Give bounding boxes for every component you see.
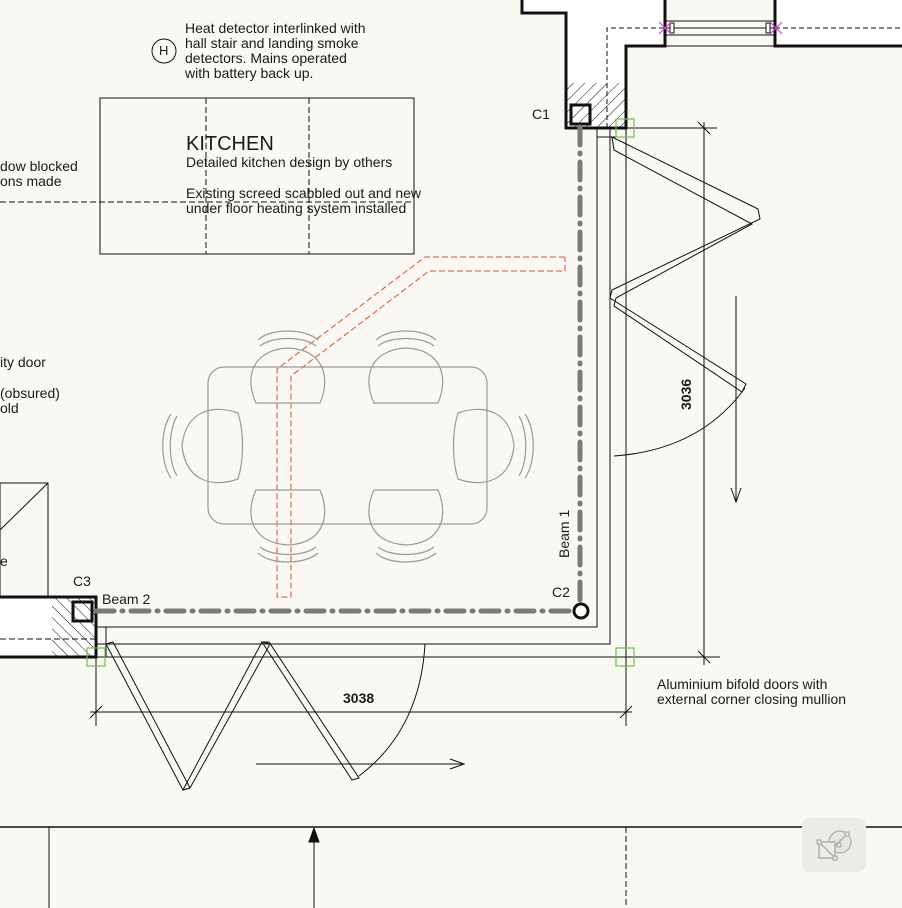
beam-2-label: Beam 2 (102, 591, 151, 607)
column-c2[interactable] (572, 602, 590, 620)
column-c2-label: C2 (552, 584, 570, 600)
column-c1[interactable] (569, 103, 592, 126)
beam-1-label: Beam 1 (556, 509, 572, 558)
dimension-horizontal (89, 657, 633, 726)
bifold-door-right (609, 136, 761, 504)
left-wall (0, 482, 98, 659)
heat-detector-note: Heat detector interlinked with hall stai… (185, 20, 366, 81)
heating-pipe (276, 256, 566, 598)
column-c3-label: C3 (73, 573, 91, 589)
heat-detector-icon (151, 38, 177, 64)
snap-markers (86, 118, 635, 667)
bifold-door-bottom (105, 641, 466, 791)
snap-tool-button[interactable] (802, 818, 866, 872)
column-c1-label: C1 (532, 106, 550, 122)
section-bottom (0, 826, 902, 908)
kitchen-units (0, 97, 415, 255)
column-c3[interactable] (71, 600, 94, 623)
dimension-horizontal-value: 3038 (343, 690, 375, 706)
dining-set (162, 330, 534, 563)
wall-lines (97, 128, 720, 726)
obscured-note: (obsured) old (0, 385, 60, 416)
room-title: KITCHEN (186, 133, 274, 155)
bifold-door-note: Aluminium bifold doors with external cor… (657, 676, 847, 707)
dimension-vertical (627, 121, 717, 665)
dimension-vertical-value: 3036 (678, 378, 694, 410)
utility-door-note: ity door (0, 354, 46, 370)
window (658, 20, 783, 47)
heat-detector-symbol: H (159, 43, 169, 58)
window-blocked-note: dow blocked ons made (0, 158, 78, 189)
room-note-2: Existing screed scabbled out and new und… (186, 185, 422, 216)
left-cut-note: e (0, 553, 8, 569)
room-note-1: Detailed kitchen design by others (186, 154, 393, 170)
snap-geometry-icon (816, 830, 852, 861)
top-walls (520, 0, 902, 130)
